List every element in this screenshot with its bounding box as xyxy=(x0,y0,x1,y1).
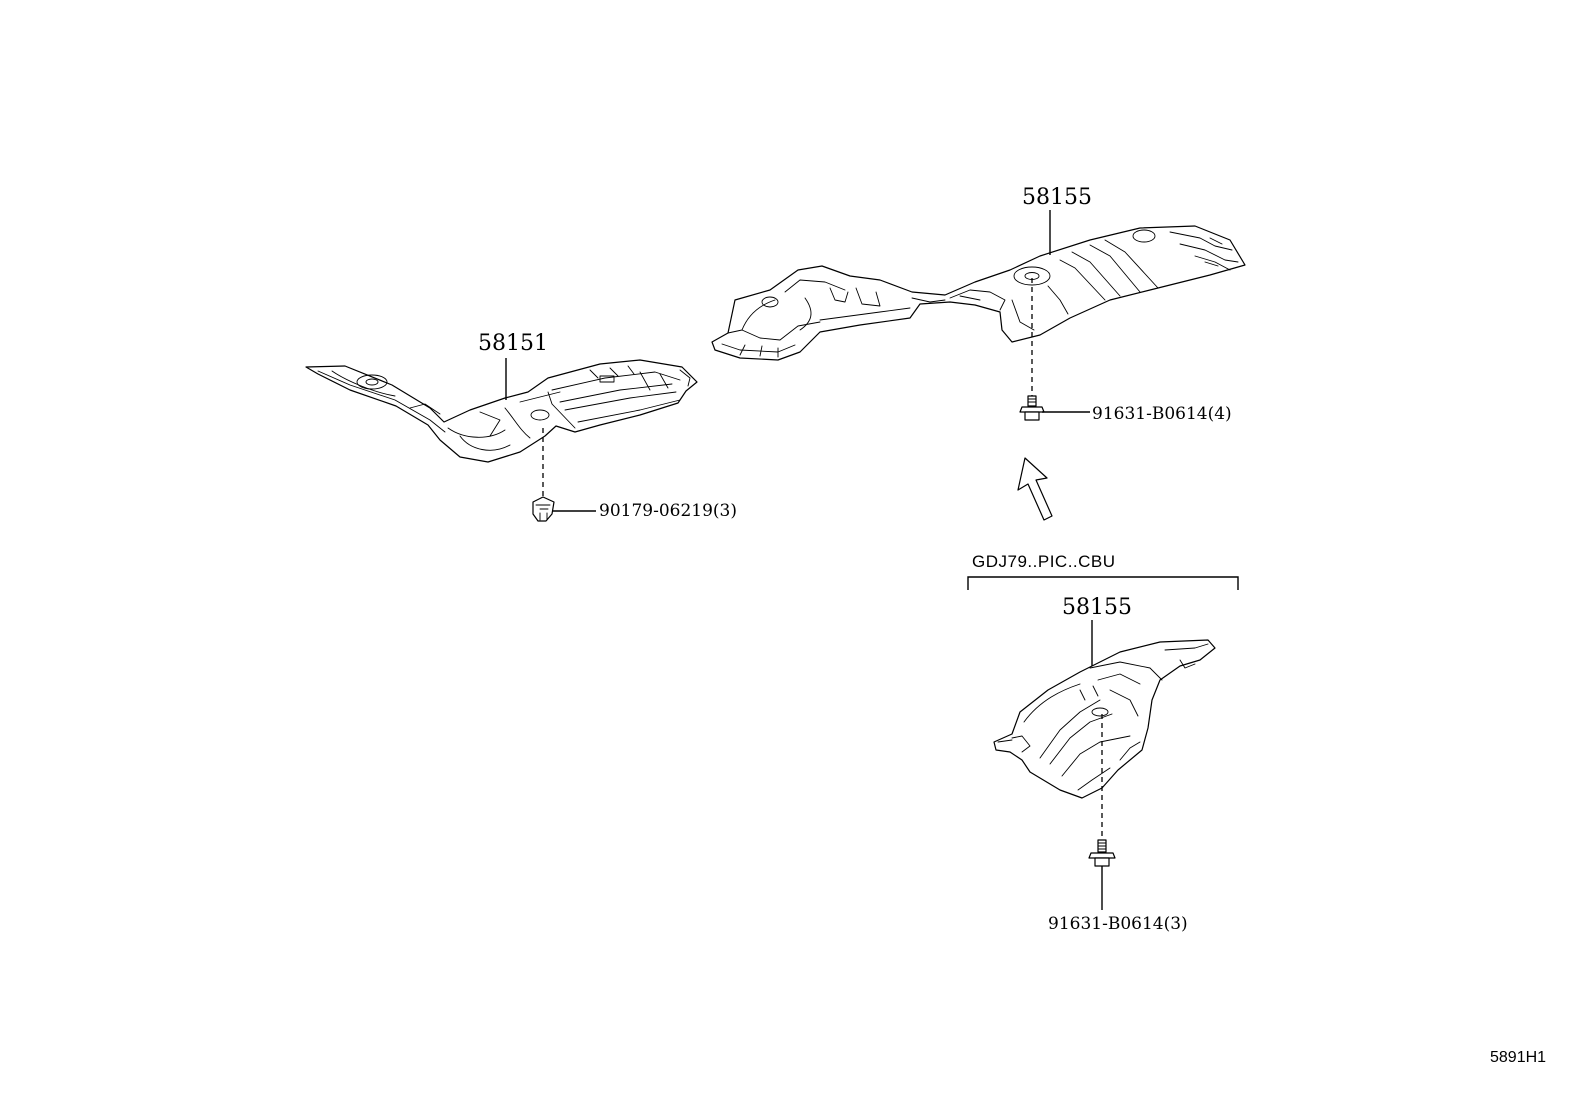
left-engine-under-cover[interactable] xyxy=(305,359,698,463)
variant-group-bracket xyxy=(967,576,1239,590)
part-number-58151: 58151 xyxy=(478,331,548,356)
part-number-58155-variant: 58155 xyxy=(1062,595,1132,620)
bolt-icon-variant[interactable] xyxy=(1088,839,1116,867)
clip-nut-icon[interactable] xyxy=(532,496,555,522)
view-direction-arrow-icon xyxy=(1017,457,1053,521)
ref-91631-B0614-4: 91631-B0614(4) xyxy=(1092,404,1232,424)
bolt-icon-center[interactable] xyxy=(1019,395,1045,421)
variant-engine-under-cover[interactable] xyxy=(993,639,1216,799)
part-number-58155-center: 58155 xyxy=(1022,185,1092,210)
variant-group-label: GDJ79..PIC..CBU xyxy=(972,552,1116,571)
ref-90179-06219: 90179-06219(3) xyxy=(599,501,737,521)
center-engine-under-cover[interactable] xyxy=(711,225,1246,361)
ref-91631-B0614-3: 91631-B0614(3) xyxy=(1048,914,1188,934)
diagram-code: 5891H1 xyxy=(1490,1049,1546,1066)
